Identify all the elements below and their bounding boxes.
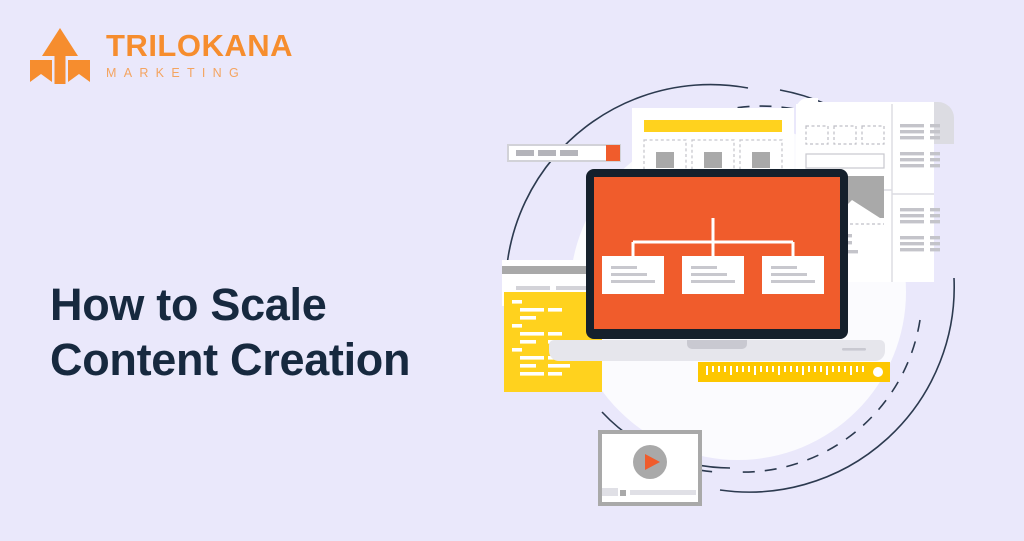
laptop-base-detail xyxy=(842,348,866,351)
code-panel-tab-3 xyxy=(516,286,550,290)
laptop-screen xyxy=(594,177,840,329)
code-panel-tab-1 xyxy=(516,277,550,282)
page-title: How to Scale Content Creation xyxy=(50,278,490,388)
sitemap-nodes xyxy=(602,256,824,294)
page-title-line-2: Content Creation xyxy=(50,334,411,386)
code-panel-toolbar xyxy=(502,266,602,274)
address-bar-segment-2 xyxy=(538,150,556,156)
logo-tagline: MARKETING xyxy=(106,66,247,81)
video-player[interactable] xyxy=(598,430,702,506)
browser-address-bar[interactable] xyxy=(507,144,621,162)
laptop-trackpad-notch xyxy=(687,340,747,349)
logo-wordmark: TRILOKANA MARKETING xyxy=(106,30,293,80)
video-progress-bar[interactable] xyxy=(630,490,696,495)
address-bar-segment-1 xyxy=(516,150,534,156)
document-thumbnail-placeholders xyxy=(805,125,885,145)
code-panel-tab-4 xyxy=(556,286,590,290)
laptop xyxy=(549,169,885,361)
dashed-arc-bottom-right xyxy=(735,319,921,473)
trilokana-arrow-mark-icon xyxy=(30,28,90,84)
document-text-lines-right xyxy=(900,124,940,252)
logo-company-name: TRILOKANA xyxy=(106,28,294,64)
brand-logo[interactable]: TRILOKANA MARKETING xyxy=(28,26,293,84)
address-bar-go-button[interactable] xyxy=(606,145,620,161)
ruler-end-dot xyxy=(873,367,883,377)
code-panel-tab-2 xyxy=(556,277,590,282)
solid-arc-bottom-right xyxy=(719,277,955,493)
video-control-button[interactable] xyxy=(602,488,618,496)
ruler-body xyxy=(698,362,890,382)
address-bar-segment-3 xyxy=(560,150,578,156)
content-creation-illustration xyxy=(480,60,1000,520)
page-title-line-1: How to Scale xyxy=(50,279,327,331)
ruler-ticks xyxy=(706,366,864,375)
video-control-dot xyxy=(620,490,626,496)
play-icon[interactable] xyxy=(645,454,660,470)
laptop-base xyxy=(549,340,885,361)
ruler xyxy=(698,362,890,382)
document-input-field xyxy=(805,153,885,169)
sitemap-diagram xyxy=(602,218,824,294)
sitemap-connectors xyxy=(631,218,795,256)
layout-card-thumbs xyxy=(656,152,770,168)
layout-card-header-bar xyxy=(644,120,782,132)
